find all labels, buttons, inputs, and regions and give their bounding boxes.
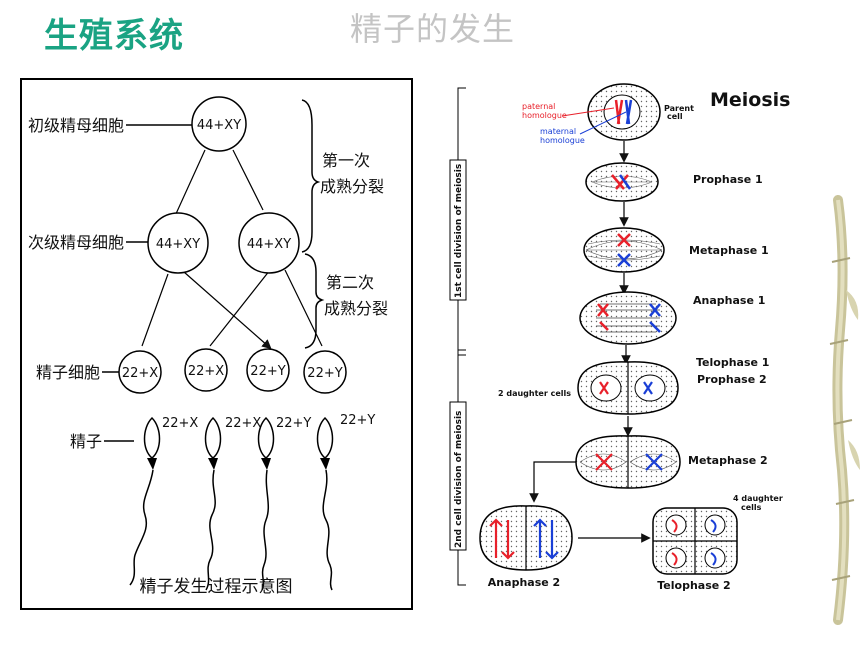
anaphase1-cell xyxy=(579,291,677,345)
second-division-label-1: 第二次 xyxy=(326,273,374,292)
secondary-cell-karyotype: 44+XY xyxy=(156,237,200,252)
anaphase2-cell xyxy=(479,505,573,571)
sperm-karyotype: 22+Y xyxy=(276,416,311,431)
spermatid-karyotype: 22+Y xyxy=(307,366,342,381)
spermatid-karyotype: 22+X xyxy=(188,364,224,379)
first-division-label-1: 第一次 xyxy=(322,151,370,170)
label-primary-spermatocyte: 初级精母细胞 xyxy=(28,116,124,135)
anaphase2-label: Anaphase 2 xyxy=(488,576,560,589)
bamboo-decoration xyxy=(829,195,860,625)
two-daughter-cells-label: 2 daughter cells xyxy=(498,389,571,398)
spermatid-karyotype: 22+X xyxy=(122,366,158,381)
page-subtitle: 精子的发生 xyxy=(350,10,516,48)
meiosis-title: Meiosis xyxy=(710,89,791,111)
maternal-label: homologue xyxy=(540,136,585,145)
label-spermatid: 精子细胞 xyxy=(36,363,100,382)
secondary-spermatocyte-cell: 44+XY xyxy=(238,212,300,274)
prophase2-label: Prophase 2 xyxy=(697,373,767,386)
panel-border xyxy=(20,78,413,610)
metaphase2-label: Metaphase 2 xyxy=(688,454,768,467)
prophase1-cell xyxy=(585,162,659,202)
secondary-cell-karyotype: 44+XY xyxy=(247,237,291,252)
sperm-cell xyxy=(204,416,222,591)
spermatogenesis-panel: 初级精母细胞 次级精母细胞 精子细胞 精子 44+XY 44+XY 44+XY xyxy=(20,78,413,610)
sperm-cell xyxy=(316,416,334,591)
sperm-cell xyxy=(129,416,161,586)
sperm-karyotype: 22+X xyxy=(225,416,261,431)
sperm-karyotype: 22+Y xyxy=(340,413,375,428)
telophase2-label: Telophase 2 xyxy=(657,579,730,592)
maternal-label: maternal xyxy=(540,127,576,136)
parent-cell-label: cell xyxy=(667,112,683,121)
spermatid-cell: 22+Y xyxy=(246,348,290,392)
four-daughter-cells-label: cells xyxy=(741,503,762,512)
spermatid-cell: 22+Y xyxy=(303,350,347,394)
telophase1-cell xyxy=(577,361,679,415)
label-sperm: 精子 xyxy=(70,432,102,451)
first-division-bracket xyxy=(301,99,321,253)
second-division-axis-label: 2nd cell division of meiosis xyxy=(454,411,464,548)
meiosis-diagram: Meiosis 1st cell division of meiosis 2nd… xyxy=(449,83,791,592)
secondary-spermatocyte-cell: 44+XY xyxy=(147,212,209,274)
parent-cell xyxy=(587,83,661,141)
prophase1-label: Prophase 1 xyxy=(693,173,763,186)
spermatogenesis-caption: 精子发生过程示意图 xyxy=(140,577,293,597)
first-division-label-2: 成熟分裂 xyxy=(320,177,384,196)
telophase2-cells xyxy=(652,507,738,575)
primary-cell-karyotype: 44+XY xyxy=(197,118,241,133)
first-division-axis-label: 1st cell division of meiosis xyxy=(454,164,464,298)
spermatid-cell: 22+X xyxy=(118,350,162,394)
sperm-karyotype: 22+X xyxy=(162,416,198,431)
primary-spermatocyte-cell: 44+XY xyxy=(191,96,247,152)
metaphase1-label: Metaphase 1 xyxy=(689,244,769,257)
four-daughter-cells-label: 4 daughter xyxy=(733,494,783,503)
second-division-bracket xyxy=(304,253,325,349)
telophase1-label: Telophase 1 xyxy=(696,356,769,369)
sperm-cell xyxy=(257,416,275,591)
anaphase1-label: Anaphase 1 xyxy=(693,294,765,307)
paternal-label: paternal xyxy=(522,102,555,111)
spermatid-karyotype: 22+Y xyxy=(250,364,285,379)
metaphase1-cell xyxy=(583,227,665,273)
parent-cell-label: Parent xyxy=(664,104,694,113)
spermatid-cell: 22+X xyxy=(184,348,228,392)
page-title: 生殖系统 xyxy=(44,16,184,56)
metaphase2-cell xyxy=(575,435,681,489)
paternal-label: homologue xyxy=(522,111,567,120)
label-secondary-spermatocyte: 次级精母细胞 xyxy=(28,233,124,252)
second-division-label-2: 成熟分裂 xyxy=(324,299,388,318)
